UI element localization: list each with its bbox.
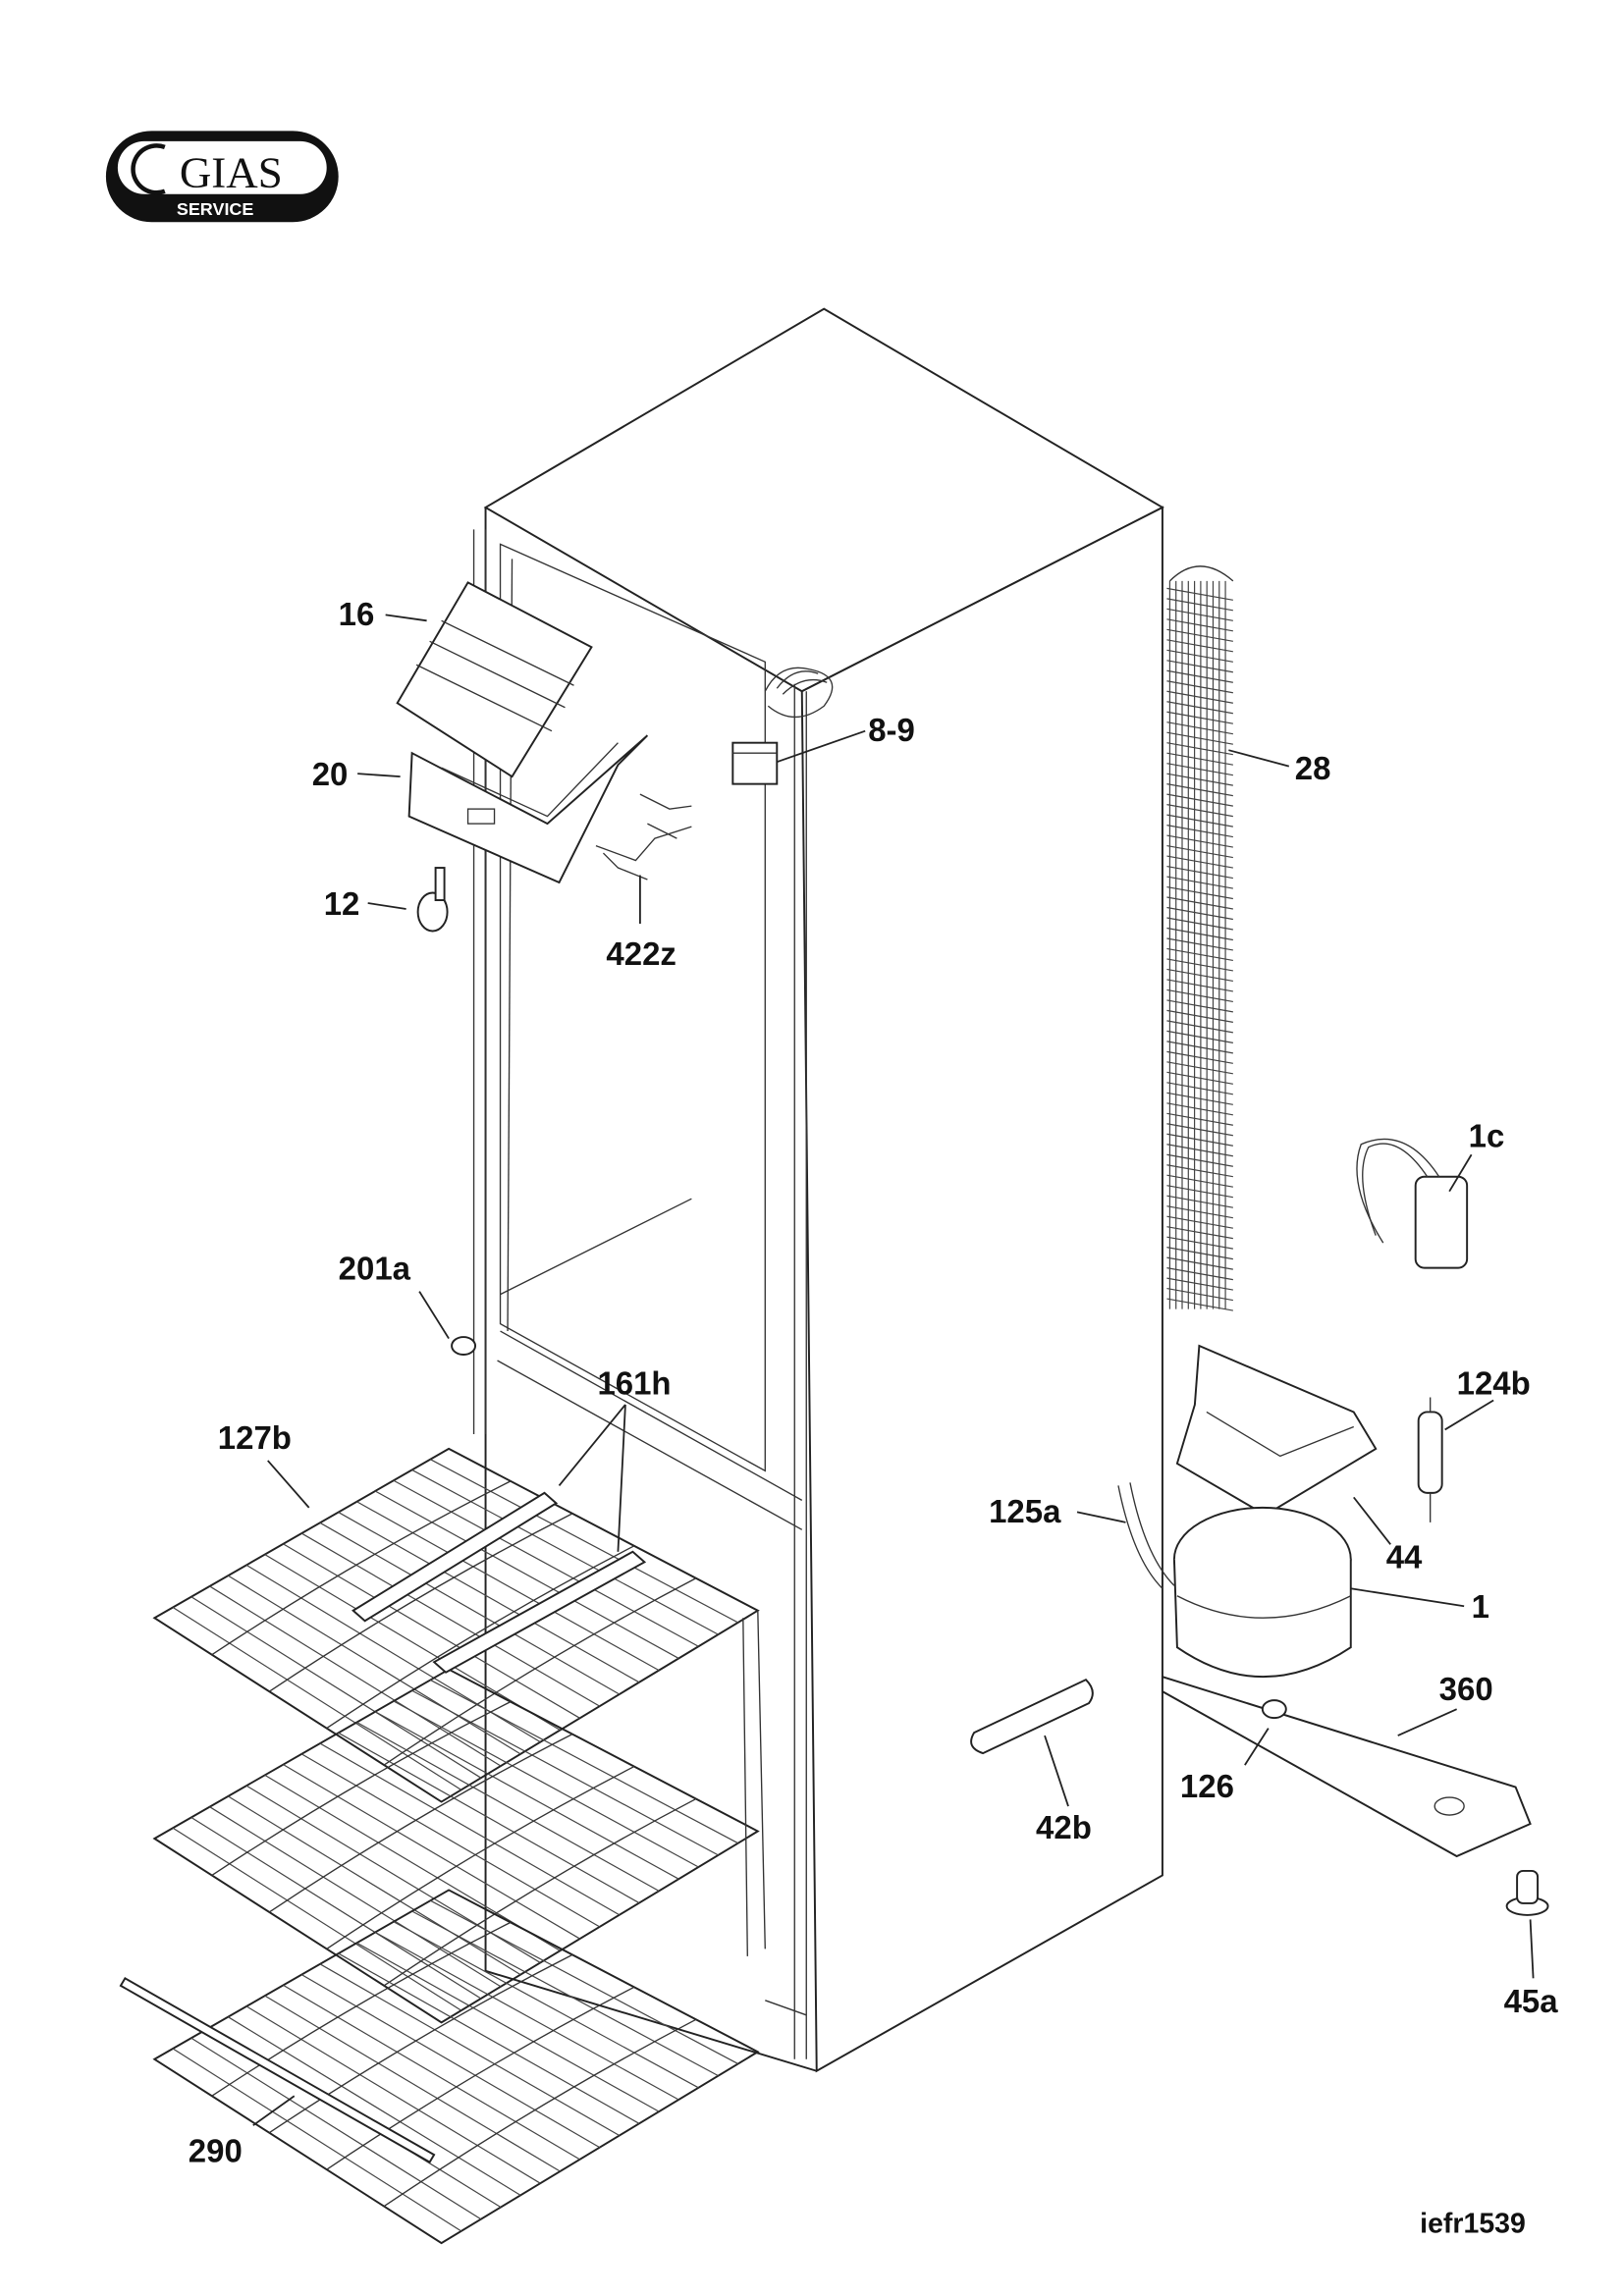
bracket-42b xyxy=(970,1678,1094,1755)
callout-124b: 124b xyxy=(1457,1364,1531,1401)
callout-labels: 16 20 12 422z 8-9 28 1c 124b 125a 44 1 3… xyxy=(189,596,1558,2169)
pipe-125a xyxy=(1117,1482,1175,1589)
callout-16: 16 xyxy=(339,596,375,632)
callout-20: 20 xyxy=(312,756,349,792)
callout-1c: 1c xyxy=(1469,1118,1505,1154)
callout-422z: 422z xyxy=(606,935,676,972)
callout-126: 126 xyxy=(1180,1768,1234,1804)
callout-44: 44 xyxy=(1386,1538,1423,1575)
logo-text: GIAS xyxy=(180,147,283,196)
thermostat-knob xyxy=(416,867,449,933)
foot-45a xyxy=(1505,1869,1549,1916)
condenser-coil xyxy=(1166,565,1234,1311)
compressor-tray xyxy=(1175,1344,1378,1517)
compressor xyxy=(1172,1506,1352,1679)
callout-1: 1 xyxy=(1472,1588,1489,1625)
gias-service-logo: GIAS SERVICE xyxy=(105,131,339,223)
callout-201a: 201a xyxy=(339,1251,411,1287)
callout-12: 12 xyxy=(324,885,360,922)
start-capacitor xyxy=(1356,1138,1469,1269)
drawing-reference: iefr1539 xyxy=(1420,2209,1526,2240)
callout-161h: 161h xyxy=(597,1364,671,1401)
thermostat-bulb-component xyxy=(731,667,834,785)
callout-360: 360 xyxy=(1439,1671,1493,1707)
logo-subtext: SERVICE xyxy=(177,199,254,219)
front-strip-290 xyxy=(119,1977,436,2163)
screw-201a xyxy=(451,1336,477,1356)
callout-42b: 42b xyxy=(1036,1809,1092,1845)
callout-127b: 127b xyxy=(218,1419,292,1456)
cabinet xyxy=(472,307,1164,2073)
compressor-mounting-rail xyxy=(1161,1675,1532,1858)
evaporator-shelves xyxy=(152,1447,766,2245)
control-box-housing xyxy=(407,734,649,884)
callout-290: 290 xyxy=(189,2133,243,2169)
wiring-harness xyxy=(595,793,692,881)
callout-28: 28 xyxy=(1295,750,1331,786)
callout-8-9: 8-9 xyxy=(868,712,915,748)
control-box-cover xyxy=(396,581,593,778)
callout-45a: 45a xyxy=(1504,1983,1559,2019)
leader-lines xyxy=(252,614,1535,2126)
callout-125a: 125a xyxy=(989,1493,1061,1529)
filter-drier xyxy=(1417,1397,1443,1522)
